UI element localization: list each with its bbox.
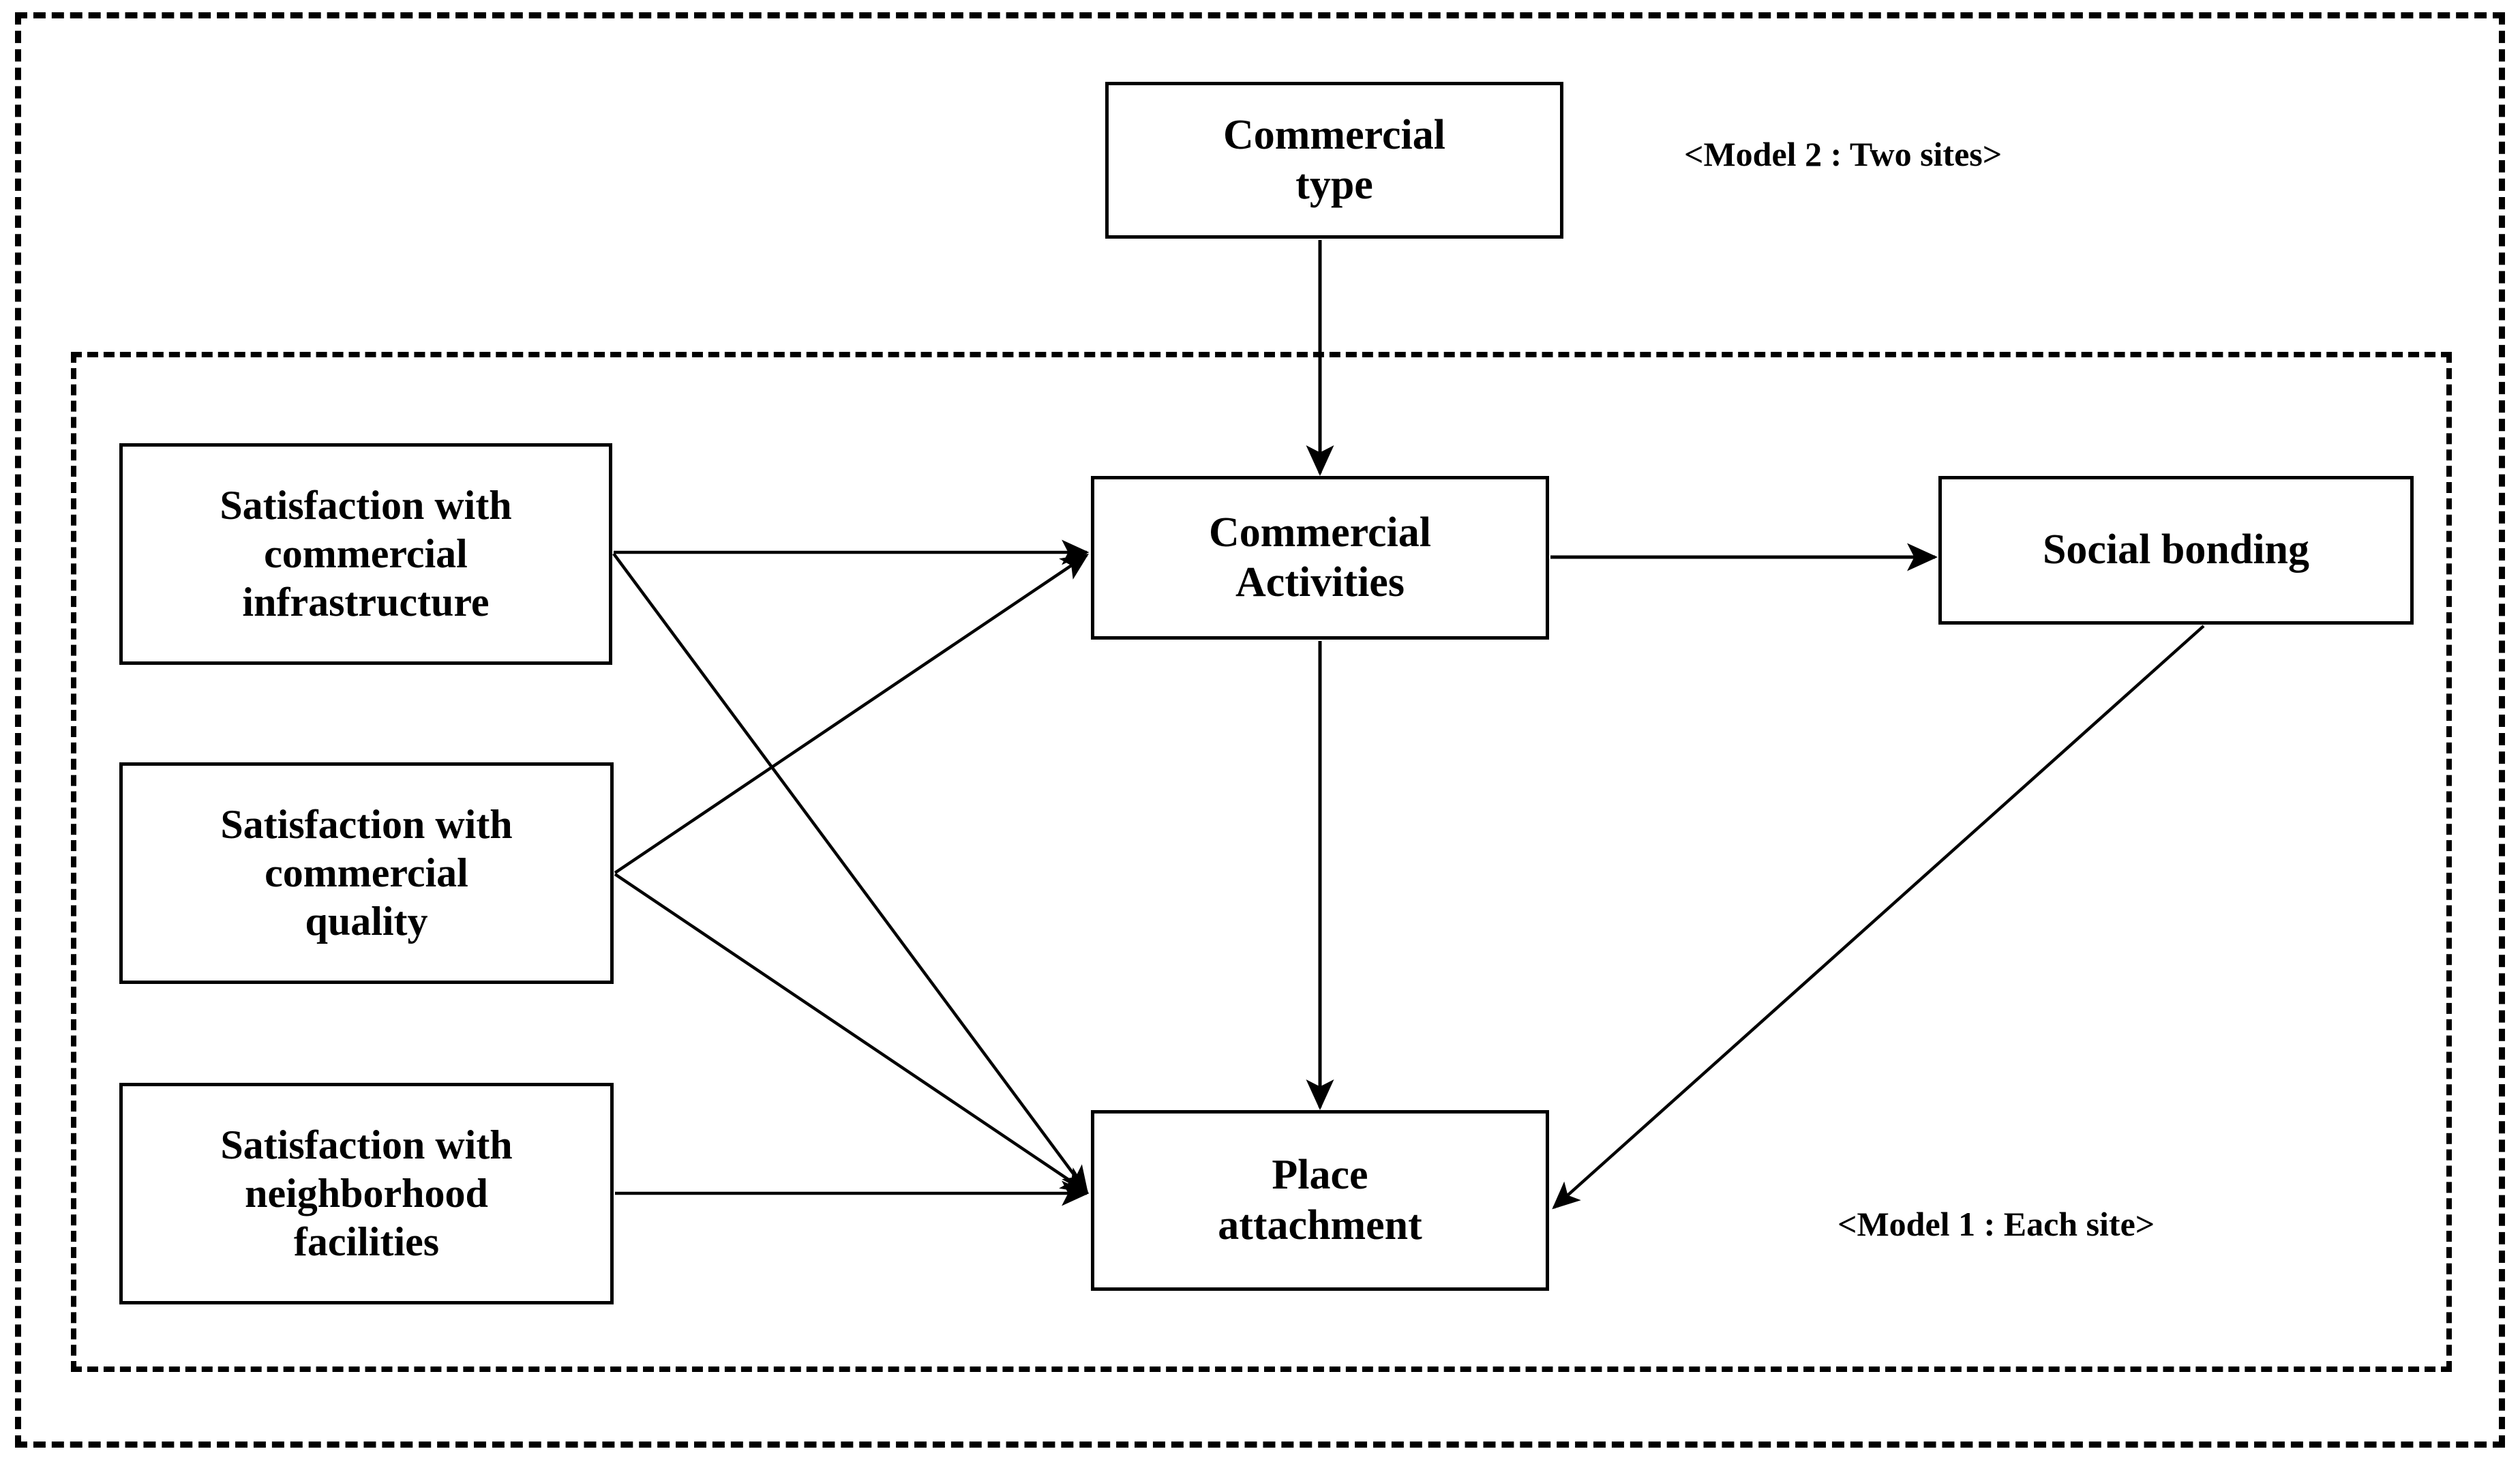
node-commercial-type-label: Commercial type — [1223, 111, 1445, 208]
model-2-frame — [15, 12, 2505, 1448]
model-1-caption: <Model 1 : Each site> — [1837, 1205, 2155, 1243]
node-satisfaction-commercial-quality-label: Satisfaction with commercial quality — [220, 802, 513, 944]
node-satisfaction-commercial-infrastructure-label: Satisfaction with commercial infrastruct… — [220, 483, 512, 625]
node-commercial-type[interactable]: Commercial type — [1105, 82, 1563, 239]
node-social-bonding[interactable]: Social bonding — [1938, 476, 2414, 625]
node-place-attachment[interactable]: Place attachment — [1091, 1110, 1549, 1291]
node-satisfaction-neighborhood-facilities[interactable]: Satisfaction with neighborhood facilitie… — [119, 1083, 614, 1304]
model-1-frame — [71, 352, 2452, 1372]
model-2-caption: <Model 2 : Two sites> — [1684, 135, 2002, 173]
node-satisfaction-commercial-infrastructure[interactable]: Satisfaction with commercial infrastruct… — [119, 443, 612, 665]
node-commercial-activities-label: Commercial Activities — [1209, 509, 1431, 606]
node-social-bonding-label: Social bonding — [2042, 526, 2310, 573]
node-place-attachment-label: Place attachment — [1218, 1152, 1422, 1249]
node-satisfaction-neighborhood-facilities-label: Satisfaction with neighborhood facilitie… — [220, 1122, 513, 1264]
node-satisfaction-commercial-quality[interactable]: Satisfaction with commercial quality — [119, 762, 614, 984]
node-commercial-activities[interactable]: Commercial Activities — [1091, 476, 1549, 640]
